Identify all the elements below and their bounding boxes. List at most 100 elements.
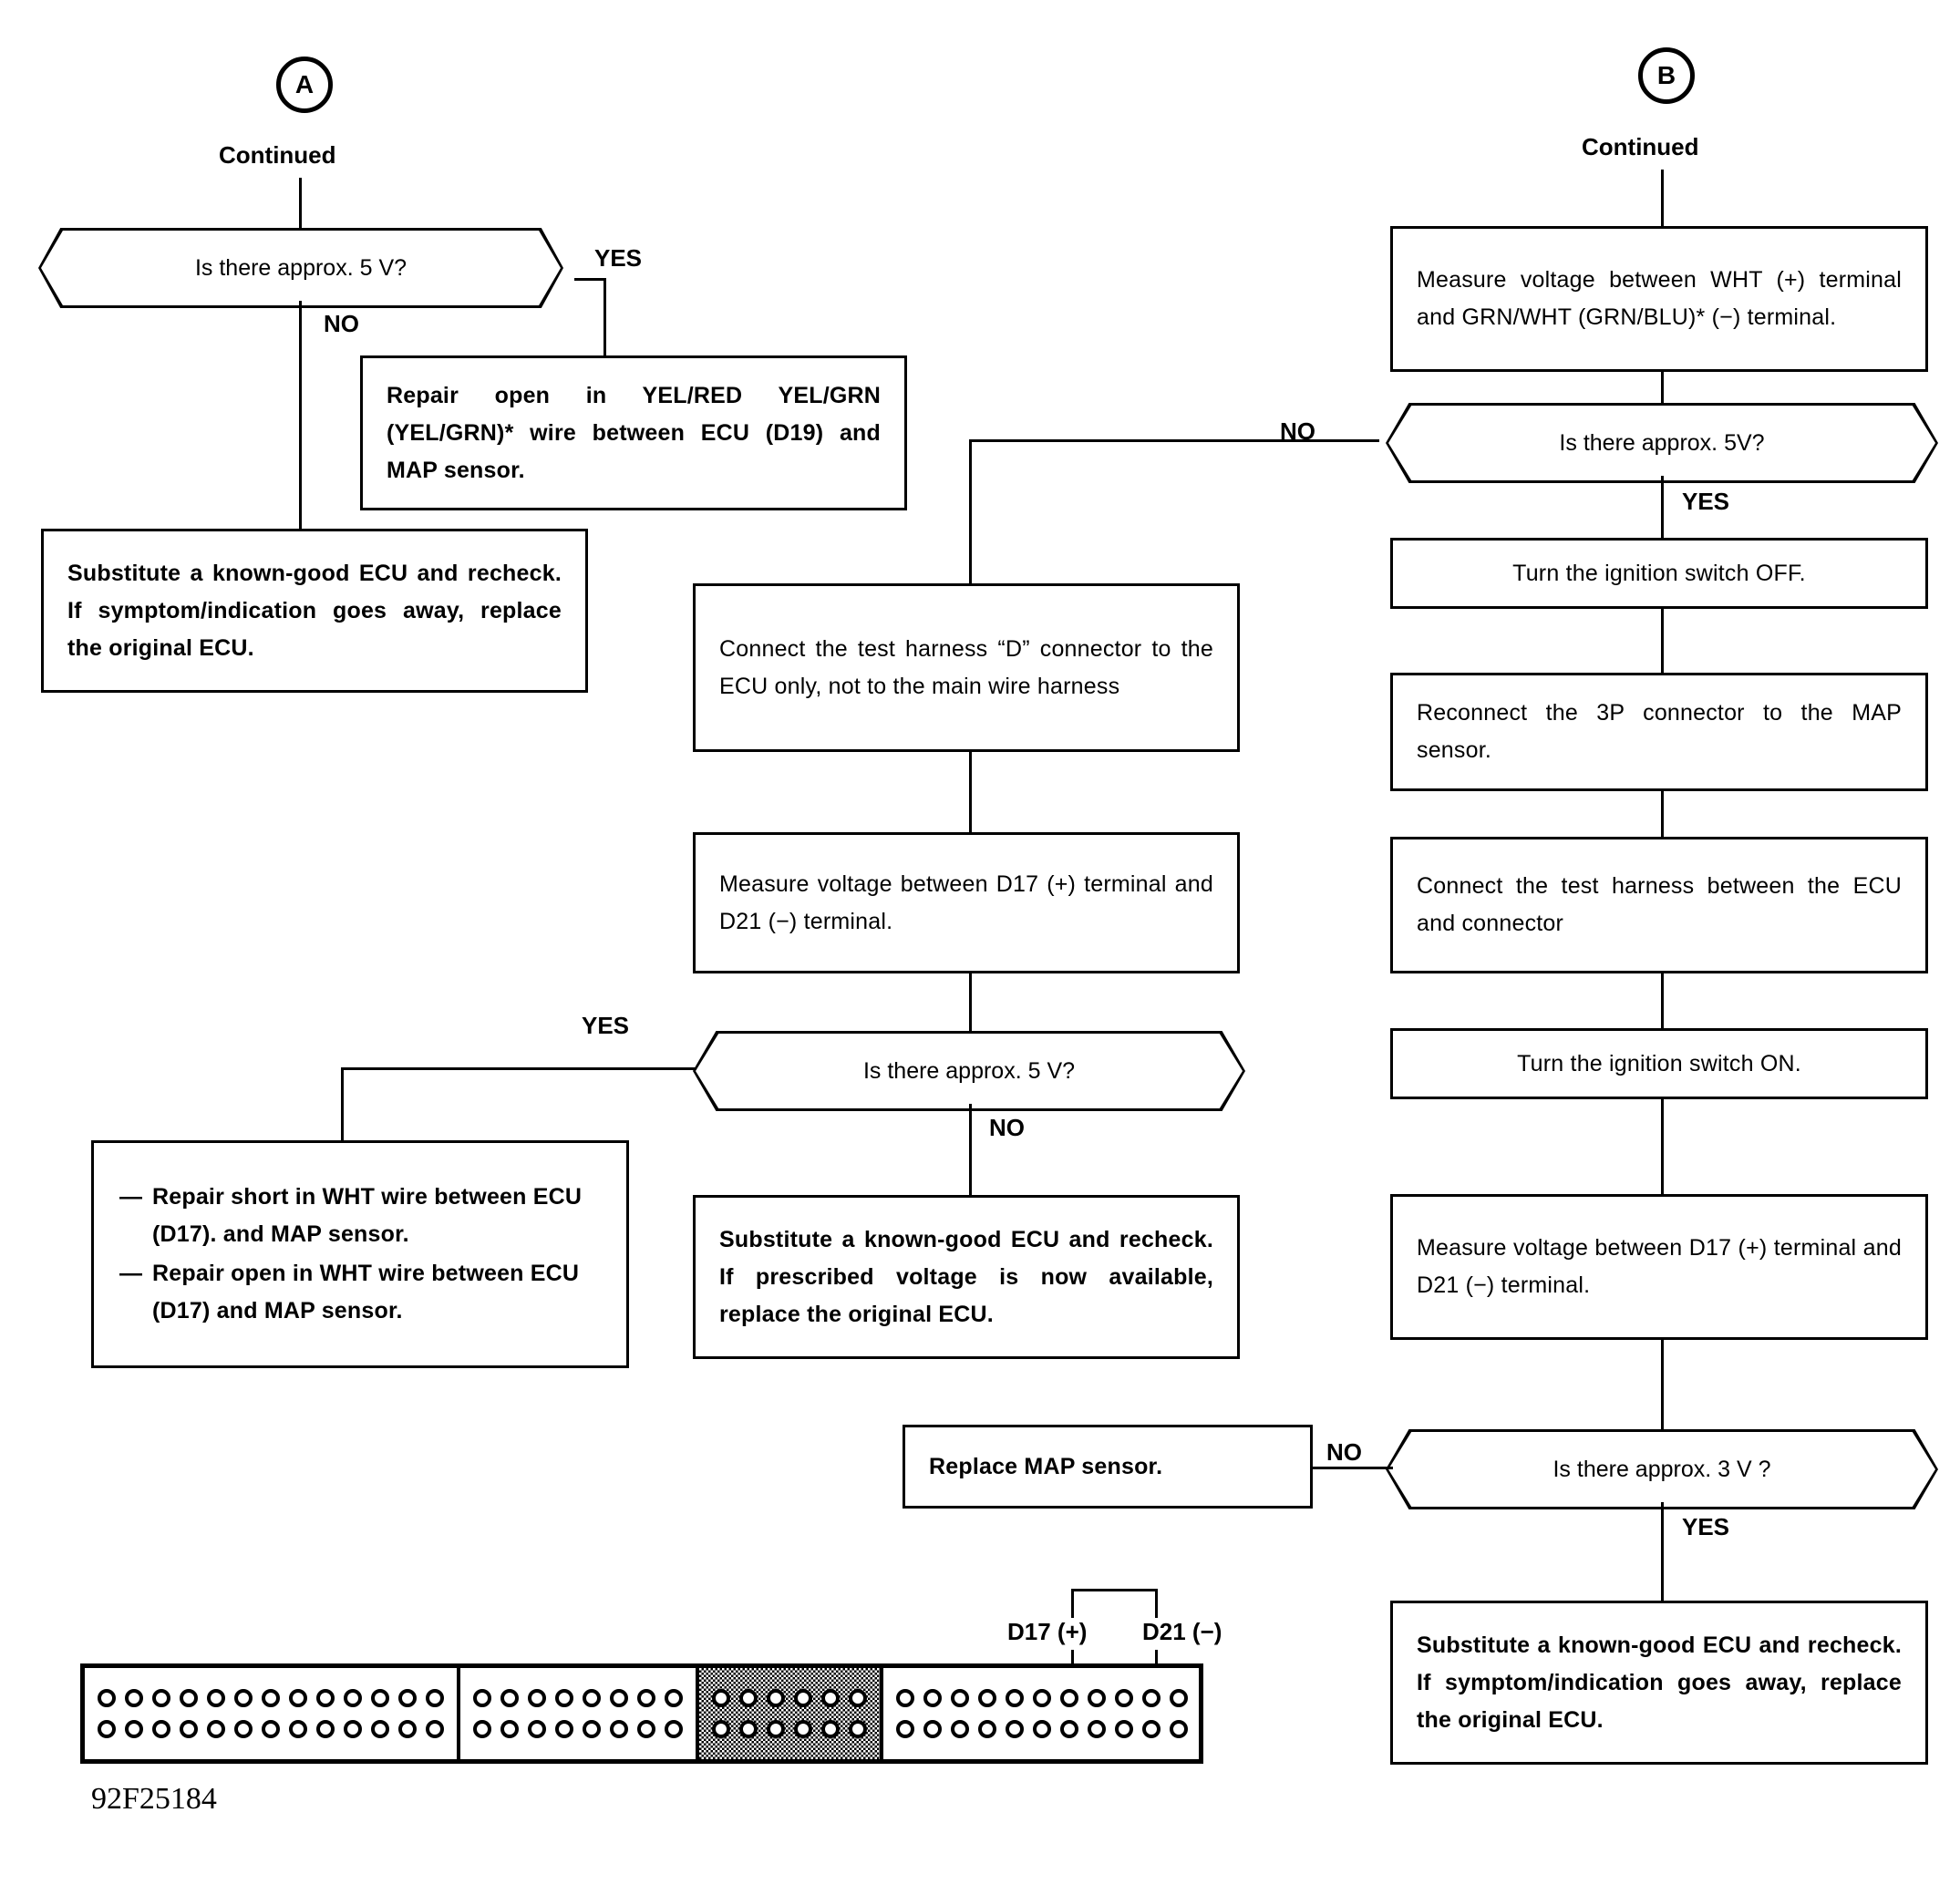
box-replace-map-sensor: Replace MAP sensor. [903, 1425, 1313, 1509]
ecu-connector-diagram [80, 1663, 1203, 1764]
box-substitute-ecu-center: Substitute a known-good ECU and recheck.… [693, 1195, 1240, 1359]
connector-pin [1170, 1720, 1188, 1738]
connector-pin [1170, 1689, 1188, 1707]
flow-line-right-3 [1661, 607, 1664, 673]
bullet-text-1: Repair short in WHT wire between ECU (D1… [152, 1184, 583, 1247]
connector-pin [344, 1720, 362, 1738]
connector-pin [180, 1689, 198, 1707]
connector-pin-row [896, 1720, 1188, 1738]
flow-line-a-to-decision [299, 178, 302, 228]
flow-line-right-5 [1661, 972, 1664, 1028]
pin-bracket-left [1071, 1589, 1074, 1618]
connector-ref-a: A [276, 57, 333, 113]
connector-pin-row [98, 1720, 444, 1738]
branch-label-yes-right: YES [1682, 488, 1730, 515]
connector-pin [767, 1689, 785, 1707]
decision-center-5v: Is there approx. 5 V? [693, 1031, 1245, 1111]
connector-pin [712, 1720, 730, 1738]
connector-pin [125, 1720, 143, 1738]
connector-pin [951, 1720, 969, 1738]
connector-pin [583, 1720, 601, 1738]
connector-pin [528, 1720, 546, 1738]
box-ignition-on-text: Turn the ignition switch ON. [1517, 1050, 1801, 1076]
connector-pin [234, 1720, 253, 1738]
box-connect-test-harness-d-text: Connect the test harness “D” connector t… [719, 635, 1213, 699]
connector-pin-row [98, 1689, 444, 1707]
connector-pin-row [473, 1720, 683, 1738]
connector-pin [1033, 1720, 1051, 1738]
flow-line-right-1 [1661, 370, 1664, 403]
connector-segment-2 [460, 1668, 699, 1759]
connector-pin [978, 1720, 996, 1738]
connector-pin [1060, 1689, 1078, 1707]
connector-pin [896, 1720, 914, 1738]
branch-label-no-left: NO [324, 310, 359, 337]
connector-segment-3 [699, 1668, 883, 1759]
decision-right-5v: Is there approx. 5V? [1386, 403, 1938, 483]
connector-pin [371, 1720, 389, 1738]
connector-pin [1088, 1689, 1106, 1707]
connector-pin [371, 1689, 389, 1707]
box-ignition-off-text: Turn the ignition switch OFF. [1512, 560, 1806, 586]
box-repair-open-yel: Repair open in YEL/RED YEL/GRN (YEL/GRN)… [360, 355, 907, 510]
connector-pin [398, 1720, 417, 1738]
box-substitute-ecu-left-text: Substitute a known-good ECU and recheck.… [67, 560, 562, 661]
connector-pin [316, 1720, 335, 1738]
connector-pin [500, 1689, 519, 1707]
connector-pin [767, 1720, 785, 1738]
connector-pin [262, 1689, 280, 1707]
pin-bracket-top [1071, 1589, 1158, 1591]
flow-line-center-2 [969, 972, 972, 1031]
box-measure-d17-d21-center-text: Measure voltage between D17 (+) terminal… [719, 870, 1213, 934]
connector-segment-4 [883, 1668, 1201, 1759]
connector-pin [98, 1689, 116, 1707]
flow-line-center-yes-h [341, 1067, 696, 1070]
connector-pin-row [712, 1720, 867, 1738]
connector-pin [821, 1689, 840, 1707]
flow-line-right-6 [1661, 1097, 1664, 1194]
branch-label-no-3v: NO [1326, 1438, 1362, 1466]
connector-pin [1115, 1689, 1133, 1707]
connector-pin [637, 1689, 655, 1707]
connector-pin [821, 1720, 840, 1738]
flow-line-left-yes-v [603, 278, 606, 355]
flow-line-b-to-box [1661, 170, 1664, 226]
branch-label-no-center: NO [989, 1114, 1025, 1141]
connector-pin [316, 1689, 335, 1707]
connector-pin [152, 1720, 170, 1738]
flow-line-right-8 [1661, 1502, 1664, 1601]
connector-pin [344, 1689, 362, 1707]
decision-left-5v: Is there approx. 5 V? [38, 228, 563, 308]
connector-pin [289, 1689, 307, 1707]
flow-line-right-7 [1661, 1338, 1664, 1429]
flow-line-right-4 [1661, 789, 1664, 837]
connector-pin-row [473, 1689, 683, 1707]
connector-pin [234, 1689, 253, 1707]
decision-center-5v-label: Is there approx. 5 V? [862, 1057, 1076, 1084]
connector-pin [896, 1689, 914, 1707]
connector-pin [849, 1720, 867, 1738]
figure-code: 92F25184 [91, 1782, 217, 1816]
flow-line-center-yes-v [341, 1067, 344, 1140]
box-connect-test-harness-d: Connect the test harness “D” connector t… [693, 583, 1240, 752]
box-substitute-ecu-center-text: Substitute a known-good ECU and recheck.… [719, 1226, 1213, 1327]
connector-pin [426, 1689, 444, 1707]
box-measure-d17-d21-center: Measure voltage between D17 (+) terminal… [693, 832, 1240, 973]
bullet-item-2: — Repair open in WHT wire between ECU (D… [119, 1255, 601, 1330]
connector-pin [739, 1689, 758, 1707]
connector-pin [473, 1689, 491, 1707]
box-connect-harness-ecu-text: Connect the test harness between the ECU… [1417, 873, 1902, 936]
connector-pin [665, 1689, 683, 1707]
bullet-dash-1: — [119, 1184, 143, 1210]
flow-line-3v-no-h [1311, 1467, 1393, 1469]
connector-pin [951, 1689, 969, 1707]
connector-pin [794, 1720, 812, 1738]
box-substitute-ecu-right-text: Substitute a known-good ECU and recheck.… [1417, 1632, 1902, 1733]
pin-label-d21: D21 (−) [1142, 1618, 1222, 1645]
connector-pin [98, 1720, 116, 1738]
flow-line-center-no-v [969, 1104, 972, 1195]
box-repair-wht-bullets: — Repair short in WHT wire between ECU (… [91, 1140, 629, 1368]
connector-pin [978, 1689, 996, 1707]
box-measure-wht-grnwht: Measure voltage between WHT (+) terminal… [1390, 226, 1928, 372]
decision-right-3v: Is there approx. 3 V ? [1386, 1429, 1938, 1509]
